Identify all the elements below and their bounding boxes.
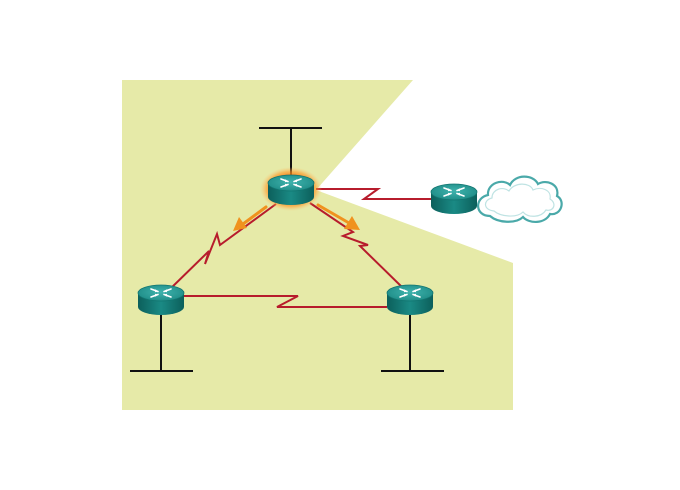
router-left-icon <box>137 284 185 316</box>
router-right-icon <box>386 284 434 316</box>
update-arrow-right <box>316 203 360 230</box>
serial-link-top-isp <box>316 188 431 200</box>
serial-link-left-right <box>180 295 387 308</box>
lan-segment-left <box>130 305 193 372</box>
internet-cloud-icon <box>477 175 563 223</box>
update-arrow-left <box>233 205 268 231</box>
routing-domain-area <box>122 80 513 410</box>
router-isp-icon <box>430 183 478 215</box>
serial-link-top-left <box>166 203 277 293</box>
router-top-highlighted-icon <box>260 167 322 211</box>
lan-segment-right <box>381 305 444 372</box>
